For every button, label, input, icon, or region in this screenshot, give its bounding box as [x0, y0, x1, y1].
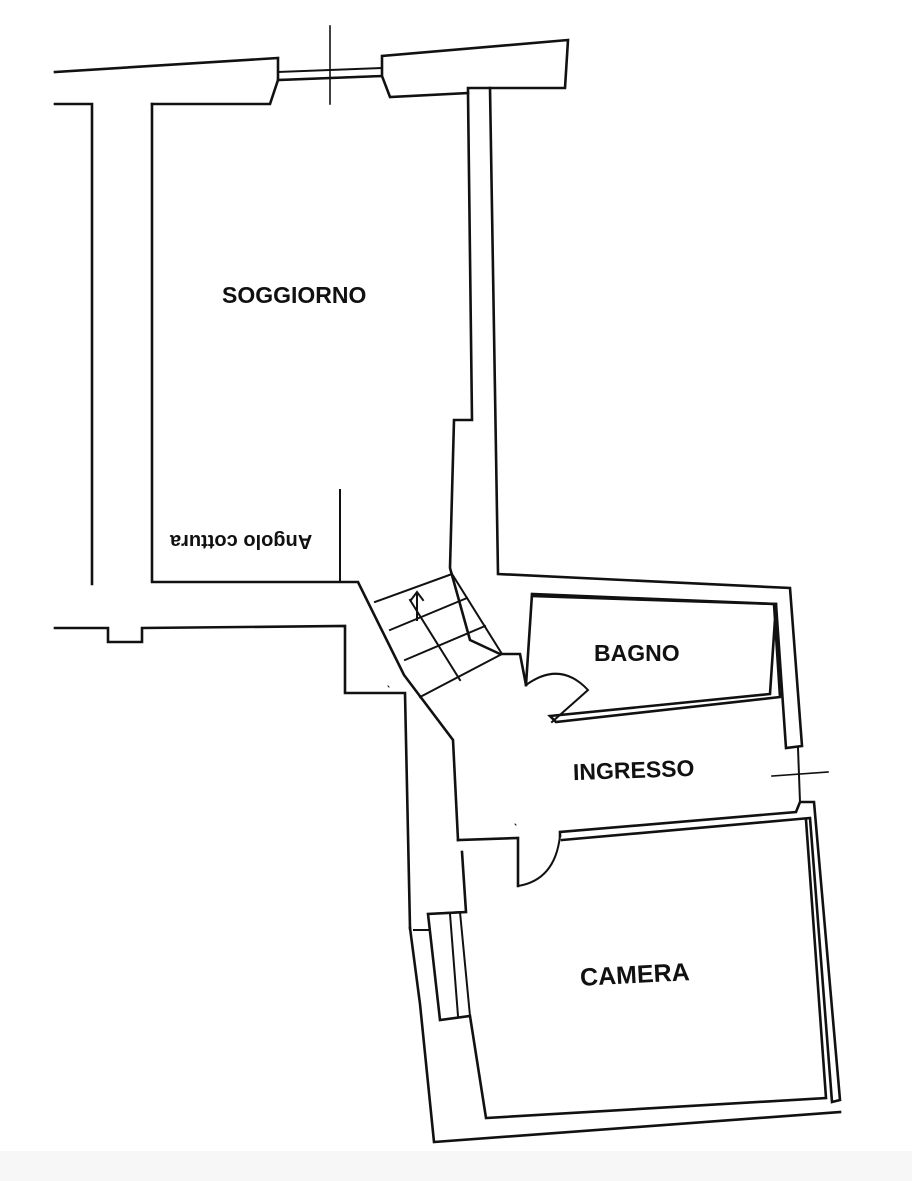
staircase — [373, 572, 504, 699]
window-camera — [413, 910, 472, 1022]
wall-soggiorno-right — [448, 91, 528, 687]
wall-bagno — [530, 594, 782, 724]
wall-camera-top — [558, 800, 842, 1104]
wall-ingresso-camera — [456, 836, 520, 888]
room-label-ingresso: INGRESSO — [572, 754, 695, 786]
bottom-strip — [0, 1151, 912, 1181]
wall-outer-right-upper — [488, 86, 804, 750]
wall-lower-left — [53, 624, 412, 930]
wall-left-neighbor — [53, 102, 94, 586]
room-label-angolo-cottura: Angolo cottura — [170, 530, 313, 552]
room-label-bagno: BAGNO — [594, 640, 680, 666]
door-camera — [516, 834, 562, 888]
room-label-soggiorno: SOGGIORNO — [222, 282, 367, 308]
window-ingresso — [771, 746, 829, 804]
wall-top-left — [150, 78, 280, 106]
window-top — [276, 25, 384, 105]
wall-soggiorno-left — [150, 102, 460, 842]
wall-camera-outer — [408, 926, 842, 1144]
room-label-camera: CAMERA — [579, 958, 691, 992]
door-bagno — [524, 672, 590, 724]
